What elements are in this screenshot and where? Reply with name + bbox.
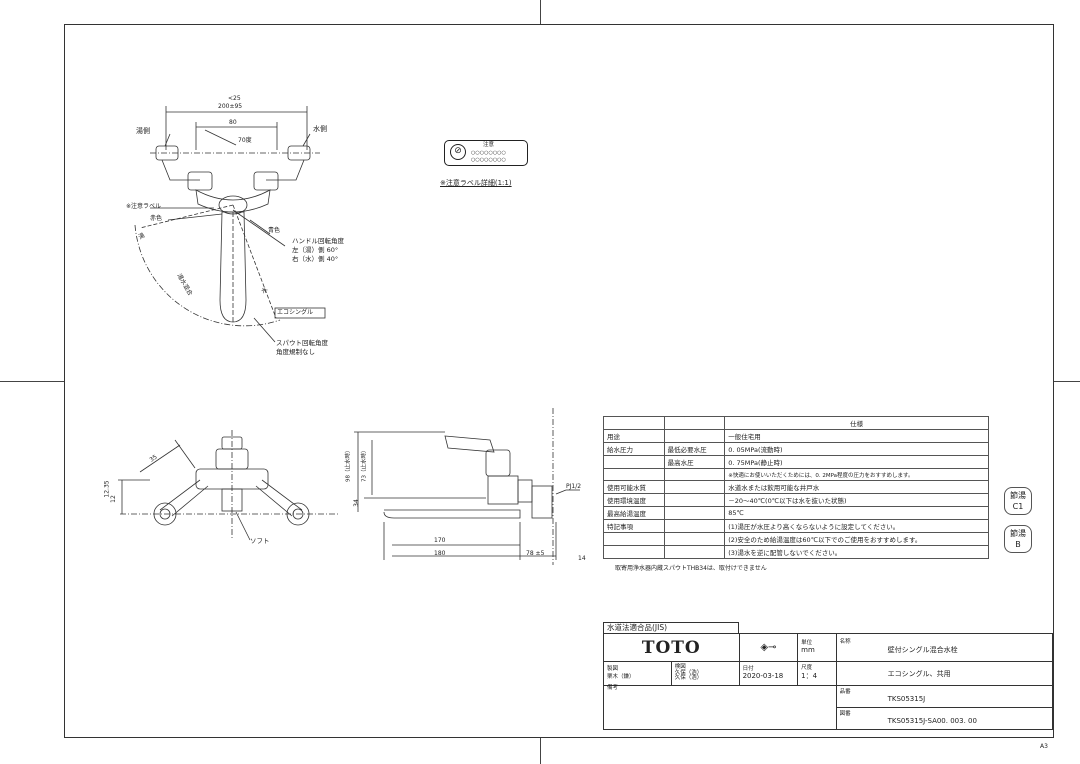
product-name-1: 壁付シングル混合水栓 (887, 646, 958, 655)
projection-symbol-icon: ◈⊸ (760, 642, 777, 653)
soft-label: ソフト (250, 537, 270, 545)
spec-value: (1)湯圧が水圧より高くならないように設定してください。 (724, 519, 989, 533)
side-dim-34: 34 (352, 499, 360, 507)
spec-value: 0. 05MPa(流動時) (724, 442, 989, 456)
side-dim-73: 73（止水時） (361, 447, 368, 483)
spec-label (603, 468, 665, 481)
part-label: 品番 (839, 688, 851, 695)
spec-value: 水道水または飲用可能な井戸水 (724, 480, 989, 494)
caution-label-callout: ※注意ラベル (126, 203, 162, 210)
label-text-1: ○○○○○○○○ (471, 150, 506, 156)
spout-angle-title: スパウト回転角度 (276, 339, 328, 347)
red-color-label: 赤色 (150, 215, 163, 222)
label-text-2: ○○○○○○○○ (471, 157, 506, 163)
cold-side-label: 水側 (313, 125, 327, 133)
caution-label-detail: ⊘ 注意 ○○○○○○○○ ○○○○○○○○ (444, 140, 528, 166)
spec-sub: 最高水圧 (663, 455, 726, 469)
spec-label: 用途 (603, 429, 665, 443)
unit-label: 単位 (801, 639, 813, 646)
spec-label: 使用環境温度 (603, 493, 665, 507)
left-center-tick (0, 381, 64, 382)
handle-angle-left: 左（湯）側 60° (292, 246, 339, 254)
dim-outer: <25 (228, 95, 241, 102)
stamp-bottom-text: C1 (1012, 502, 1024, 511)
spec-value: ※快適にお使いいただくためには、0. 2MPa程度の圧力をおすすめします。 (724, 468, 989, 481)
side-dim-14: 14 (578, 555, 586, 562)
spec-sub (663, 506, 726, 520)
spec-value: －20～40℃(0℃以下は水を抜いた状態) (724, 493, 989, 507)
spec-header: 仕様 (724, 416, 989, 430)
date-label: 日付 (742, 665, 754, 672)
label-detail-caption: ※注意ラベル詳細(1:1) (440, 179, 512, 187)
saving-stamp-b: 節湯 B (1004, 525, 1032, 553)
eco-single-label: エコシングル (277, 309, 314, 316)
spec-label: 特記事項 (603, 519, 665, 533)
side-dim-170: 170 (434, 537, 446, 544)
label-title: 注意 (483, 142, 495, 148)
spec-value: 0. 75MPa(静止時) (724, 455, 989, 469)
spout-angle-note: 角度規制なし (276, 348, 315, 356)
side-dim-180: 180 (434, 550, 446, 557)
blue-color-label: 青色 (268, 227, 281, 234)
drawing-label: 図番 (839, 710, 851, 717)
dim-center: 80 (229, 119, 237, 126)
check-label: 検図 (674, 664, 686, 671)
spec-label (603, 532, 665, 546)
toto-logo: TOTO (641, 637, 701, 658)
spec-sub: 最低必要水圧 (663, 442, 726, 456)
scale-label: 尺度 (801, 664, 813, 671)
dim-angle: 70度 (238, 137, 252, 144)
handle-angle-title: ハンドル回転角度 (292, 237, 344, 245)
front-dim-12: 12 (109, 495, 117, 503)
spec-sub (663, 493, 726, 507)
spec-label (603, 455, 665, 469)
spec-sub (663, 429, 726, 443)
stamp-top-text: 節湯 (1010, 491, 1026, 500)
right-center-tick (1054, 381, 1080, 382)
jis-label: 水道法適合品(JIS) (603, 622, 739, 634)
draft-label: 製図 (607, 665, 619, 672)
spec-sub (663, 519, 726, 533)
check-value-2: 久保（浩） (674, 675, 703, 682)
spout-note: 取寄用浄水器内蔵スパウトTHB34は、取付けできません (615, 565, 767, 572)
scale-value: 1：4 (801, 672, 818, 681)
unit-value: mm (801, 646, 815, 655)
saving-stamp-c1: 節湯 C1 (1004, 487, 1032, 515)
thread-label: PJ1/2 (566, 483, 582, 490)
no-symbol-icon: ⊘ (450, 144, 466, 160)
bottom-center-tick (540, 738, 541, 764)
title-block: TOTO ◈⊸ 単位 mm 名称 壁付シングル混合水栓 製図 栗木（鎌） 検図 … (603, 633, 1054, 730)
spec-value: (3)湯水を逆に配管しないでください。 (724, 545, 989, 559)
handle-angle-right: 右（水）側 40° (292, 255, 339, 263)
name-label: 名称 (839, 638, 851, 645)
spec-label: 最高給湯温度 (603, 506, 665, 520)
top-center-tick (540, 0, 541, 24)
product-name-2: エコシングル、共用 (887, 669, 951, 678)
spec-sub (663, 545, 726, 559)
drawing-number: TKS05315J-SA00. 003. 00 (887, 717, 977, 726)
spec-label (603, 545, 665, 559)
check-value-1: 久保（浩） (674, 669, 703, 676)
spec-value: 85℃ (724, 506, 989, 520)
spec-sub (663, 532, 726, 546)
remarks-label: 備考 (607, 685, 619, 691)
dim-range: 200±95 (218, 103, 243, 110)
stamp-bottom-text: B (1015, 540, 1021, 549)
part-number: TKS05315J (887, 695, 926, 704)
spec-value: (2)安全のため給湯温度は60℃以下でのご使用をおすすめします。 (724, 532, 989, 546)
spec-sub (663, 480, 726, 494)
side-dim-78: 78 ±5 (526, 550, 545, 557)
draft-value: 栗木（鎌） (607, 674, 635, 681)
side-dim-98: 98（止水時） (345, 447, 352, 483)
date-value: 2020-03-18 (742, 672, 784, 681)
drawing-frame (64, 24, 1054, 738)
spec-label: 使用可能水質 (603, 480, 665, 494)
spec-sub (663, 468, 726, 481)
stamp-top-text: 節湯 (1010, 529, 1026, 538)
hot-side-label: 湯側 (136, 127, 150, 135)
sheet-size: A3 (1040, 743, 1048, 750)
spec-value: 一般住宅用 (724, 429, 989, 443)
spec-label: 給水圧力 (603, 442, 665, 456)
